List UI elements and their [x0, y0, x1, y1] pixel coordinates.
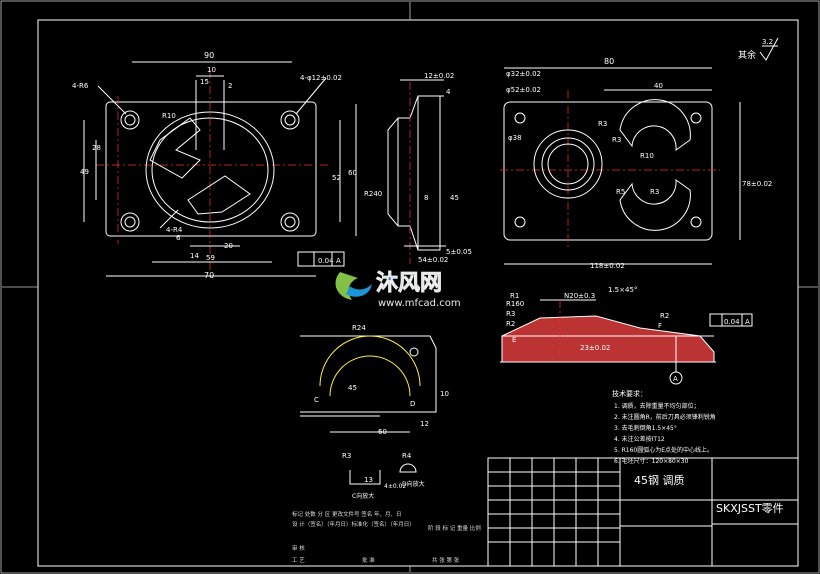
row-approve: 批 准: [362, 556, 375, 564]
row-stage: 阶 段 标 记 重量 比例: [428, 524, 481, 532]
row-design: 设 计（签名）（年月日）标准化（签名）（年月日）: [292, 520, 415, 528]
dim-49: 49: [80, 168, 89, 176]
dim-10b: 10: [440, 390, 449, 398]
dim-hole-4: 4-φ12±0.02: [300, 74, 342, 82]
row-review: 审 核: [292, 544, 305, 552]
tol-flatness: 0.04: [318, 257, 334, 265]
dim-45-angle: 45: [348, 384, 357, 392]
dim-r3b: R3: [612, 136, 621, 144]
dim-r2a: R2: [506, 320, 515, 328]
row-sheets: 共 张 第 张: [432, 556, 460, 564]
dim-r240: R240: [364, 190, 382, 198]
dim-r3a: R3: [598, 120, 607, 128]
dim-r4: R4: [402, 452, 412, 460]
roughness-value: 3.2: [762, 38, 773, 46]
roughness-label: 其余: [738, 49, 756, 61]
dim-70: 70: [204, 271, 214, 280]
note-item-3: 3. 去毛刺倒角1.5×45°: [614, 424, 677, 432]
notes-title: 技术要求：: [612, 389, 647, 398]
dim-chamfer: 1.5×45°: [608, 286, 637, 294]
note-item-1: 1. 调质，去除重量不均匀部位；: [614, 402, 700, 410]
dim-phi32: φ32±0.02: [506, 70, 541, 78]
note-item-6: 6. 毛坯尺寸：120×80×30: [614, 457, 689, 465]
watermark-brand: 沐风网: [376, 271, 442, 296]
dim-r3-sec: R3: [506, 310, 515, 318]
note-item-4: 4. 未注公差按IT12: [614, 435, 665, 443]
dim-12: 12±0.02: [424, 72, 454, 80]
dim-8: 8: [424, 194, 428, 202]
note-d-zoom: D向放大: [402, 480, 425, 488]
revision-rows: 标记 处数 分 区 更改文件号 签名 年、月、日 设 计（签名）（年月日）标准化…: [292, 510, 481, 564]
dim-20: 20: [224, 242, 233, 250]
dim-r5: R5: [616, 188, 625, 196]
detail-views: R3 R4 13 4±0.02 C向放大 D向放大: [342, 452, 425, 500]
dim-54: 54±0.02: [418, 256, 448, 264]
dim-13: 13: [364, 476, 373, 484]
dim-78: 78±0.02: [742, 180, 772, 188]
dim-23: 23±0.02: [580, 344, 610, 352]
dim-10: 10: [207, 66, 216, 74]
dim-60: 60: [348, 169, 357, 177]
dim-118: 118±0.02: [590, 262, 625, 270]
dim-r1: R1: [510, 292, 519, 300]
material-label: 45钢 调质: [634, 474, 685, 487]
section-view: R1 R160 R3 R2 N20±0.3 1.5×45° E F R2 23±…: [500, 286, 753, 385]
label-f: F: [658, 322, 662, 330]
side-view: 12±0.02 4 R240 8 54±0.02 5±0.05 45: [364, 72, 472, 264]
row-process: 工 艺: [292, 557, 305, 564]
note-item-2: 2. 未注圆角R，前后刀具必须锋利锐角: [614, 413, 716, 421]
dim-r160: R160: [506, 300, 524, 308]
label-d: D: [410, 400, 415, 408]
label-c: C: [314, 396, 319, 404]
dim-12: 12: [420, 420, 429, 428]
dim-4-02: 4±0.02: [384, 483, 406, 490]
datum-a: A: [336, 257, 341, 265]
part-name: SKXJSST零件: [716, 502, 784, 515]
dim-n20: N20±0.3: [564, 292, 595, 300]
dim-r10b: R10: [640, 152, 654, 160]
dim-28: 28: [92, 144, 101, 152]
dim-5-05: 5±0.05: [446, 248, 472, 256]
dim-4: 4: [446, 88, 451, 96]
dim-r3d: R3: [342, 452, 351, 460]
dim-40: 40: [654, 82, 663, 90]
dim-r10: R10: [162, 112, 176, 120]
note-c-zoom: C向放大: [352, 492, 374, 500]
watermark: 沐风网 www.mfcad.com: [335, 271, 461, 309]
dim-r3c: R3: [650, 188, 659, 196]
sheet-inner-border: [37, 19, 799, 567]
dim-r24: R24: [352, 324, 366, 332]
technical-notes: 技术要求： 1. 调质，去除重量不均匀部位； 2. 未注圆角R，前后刀具必须锋利…: [612, 389, 716, 465]
partial-view: R24 45 C D 10 60 12: [300, 324, 449, 436]
dim-60b: 60: [378, 428, 387, 436]
datum-a-circle: A: [673, 375, 678, 383]
dim-phi38: φ38: [508, 134, 522, 142]
right-view: φ32±0.02 φ52±0.02 φ38 80 40 R3 R3 R10 R5…: [500, 57, 772, 270]
dim-90: 90: [204, 51, 214, 60]
dim-52: 52: [332, 174, 341, 182]
row-revision: 标记 处数 分 区 更改文件号 签名 年、月、日: [292, 510, 402, 518]
dim-r4-4: 4-R4: [166, 226, 183, 234]
note-item-5: 5. R160圆弧心为E点处的中心线上。: [614, 446, 713, 454]
dim-80: 80: [604, 57, 614, 66]
title-block: 45钢 调质 SKXJSST零件: [487, 457, 799, 567]
watermark-url: www.mfcad.com: [378, 298, 461, 309]
datum-a-sec: A: [745, 318, 750, 326]
dim-15: 15: [200, 78, 209, 86]
roughness-symbol: 其余 3.2: [738, 37, 779, 61]
dim-14: 14: [190, 252, 199, 260]
dim-6: 6: [176, 234, 181, 242]
dim-r2b: R2: [660, 312, 669, 320]
dim-2: 2: [228, 82, 232, 90]
top-view: 90 10 15 2 4-φ12±0.02 4-R6 R10 6 14 20 5…: [72, 51, 357, 280]
dim-r6-4: 4-R6: [72, 82, 89, 90]
tol-parallel: 0.04: [724, 318, 740, 326]
dim-59: 59: [206, 254, 215, 262]
label-e: E: [512, 336, 516, 344]
dim-phi52: φ52±0.02: [506, 86, 541, 94]
dim-45: 45: [450, 194, 459, 202]
